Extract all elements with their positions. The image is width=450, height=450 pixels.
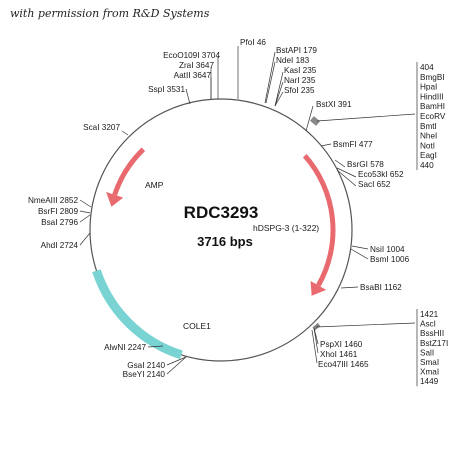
cluster-top-label-3: HindIII <box>420 92 444 101</box>
cluster-top-label-4: BamHI <box>420 102 445 111</box>
cluster-bottom-label-6: XmaI <box>420 368 439 377</box>
site-label-nmeaiii: NmeAIII 2852 <box>28 196 79 205</box>
site-label-bstapi: BstAPI 179 <box>276 46 317 55</box>
leader-nari <box>274 81 284 107</box>
cluster-top-label-6: BmtI <box>420 122 437 131</box>
leader-alwni <box>147 345 164 348</box>
leader-xhoi <box>313 327 319 354</box>
leader-bsai <box>79 214 91 223</box>
feature-arrow-body-hdspg <box>302 154 336 287</box>
site-label-xhoi: XhoI 1461 <box>320 350 358 359</box>
site-label-ecoo109i: EcoO109I 3704 <box>163 51 220 60</box>
site-label-bsabi: BsaBI 1162 <box>360 283 402 292</box>
site-label-bsrgi: BsrGI 578 <box>347 160 384 169</box>
site-label-kasi: KasI 235 <box>284 66 317 75</box>
cluster-top-label-8: NotI <box>420 141 435 150</box>
site-label-bsai: BsaI 2796 <box>41 218 78 227</box>
leader-bseyi <box>166 356 187 375</box>
leader-nsii <box>351 245 369 250</box>
site-label-bsrfi: BsrFI 2809 <box>38 207 78 216</box>
site-label-ndei: NdeI 183 <box>276 56 310 65</box>
leader-bsmfi <box>320 143 332 147</box>
permission-note: with permission from R&D Systems <box>10 7 210 20</box>
leader-ahdi <box>79 232 91 246</box>
feature-arrow-head-hdspg <box>310 280 327 296</box>
leader-bsabi <box>340 286 359 289</box>
cluster-bottom-label-2: BssHII <box>420 329 444 338</box>
site-label-ahdi: AhdI 2724 <box>41 241 79 250</box>
plasmid-backbone <box>89 98 353 362</box>
site-label-saci: SacI 652 <box>358 180 391 189</box>
site-label-eco47iii: Eco47III 1465 <box>318 360 369 369</box>
cluster-bottom-label-4: SalI <box>420 348 434 357</box>
leader-bsrfi <box>79 210 91 214</box>
leader-cluster-bottom <box>315 322 416 328</box>
feature-layer <box>92 147 336 360</box>
site-cluster-top: 404BmgBIHpaIHindIIIBamHIEcoRVBmtINheINot… <box>416 62 446 170</box>
site-label-scai: ScaI 3207 <box>83 123 120 132</box>
site-label-sspi: SspI 3531 <box>148 85 185 94</box>
leader-nmeaiii <box>79 199 92 208</box>
cluster-bottom-label-1: AscI <box>420 320 436 329</box>
site-label-alwni: AlwNI 2247 <box>104 343 146 352</box>
site-label-zrai: ZraI 3647 <box>179 61 214 70</box>
site-label-eco53ki: Eco53kI 652 <box>358 170 404 179</box>
site-label-sfoi: SfoI 235 <box>284 86 315 95</box>
leader-sfoi <box>274 91 284 107</box>
cluster-top-label-0: 404 <box>420 63 434 72</box>
feature-arrow-body-amp <box>112 147 146 196</box>
leader-kasi <box>274 71 284 107</box>
cluster-top-label-5: EcoRV <box>420 112 446 121</box>
cluster-top-label-1: BmgBI <box>420 73 445 82</box>
leader-ndei <box>265 61 276 104</box>
cluster-bottom-label-0: 1421 <box>420 310 439 319</box>
leader-scai <box>121 130 129 136</box>
leader-bstxi <box>305 105 314 132</box>
feature-label-hdspg: hDSPG-3 (1-322) <box>253 223 319 233</box>
leader-gsai <box>166 356 187 366</box>
cluster-top-label-7: NheI <box>420 132 437 141</box>
site-label-aatii: AatII 3647 <box>174 71 212 80</box>
feature-band-cole1 <box>92 269 183 360</box>
site-label-nari: NarI 235 <box>284 76 316 85</box>
cluster-top-label-9: EagI <box>420 151 437 160</box>
feature-arrow-head-amp <box>106 191 124 207</box>
leader-eco53ki <box>336 167 357 178</box>
site-label-bsmi: BsmI 1006 <box>370 255 410 264</box>
leader-bsmi <box>350 248 369 260</box>
site-label-gsai: GsaI 2140 <box>127 361 165 370</box>
site-label-bsmfi: BsmFI 477 <box>333 140 373 149</box>
leader-cluster-top <box>316 113 416 122</box>
site-label-bstxi: BstXI 391 <box>316 100 352 109</box>
feature-label-cole1: COLE1 <box>183 321 211 331</box>
cluster-bottom-label-5: SmaI <box>420 358 439 367</box>
site-label-nsii: NsiI 1004 <box>370 245 405 254</box>
leader-sspi <box>185 88 191 105</box>
feature-label-amp: AMP <box>145 180 164 190</box>
cluster-bottom-label-3: BstZ17I <box>420 339 448 348</box>
leader-bsrgi <box>334 159 346 168</box>
leader-eco47iii <box>311 329 318 364</box>
site-label-pfoi: PfoI 46 <box>240 38 266 47</box>
cluster-bottom-label-7: 1449 <box>420 377 439 386</box>
site-label-bseyi: BseYI 2140 <box>123 370 166 379</box>
site-marker-bstxi <box>310 116 320 126</box>
site-label-pspxi: PspXI 1460 <box>320 340 363 349</box>
leader-saci <box>336 169 357 187</box>
cluster-top-label-10: 440 <box>420 161 434 170</box>
leader-bstapi <box>264 51 276 104</box>
plasmid-size: 3716 bps <box>197 234 253 249</box>
plasmid-name: RDC3293 <box>184 203 259 222</box>
cluster-top-label-2: HpaI <box>420 83 437 92</box>
